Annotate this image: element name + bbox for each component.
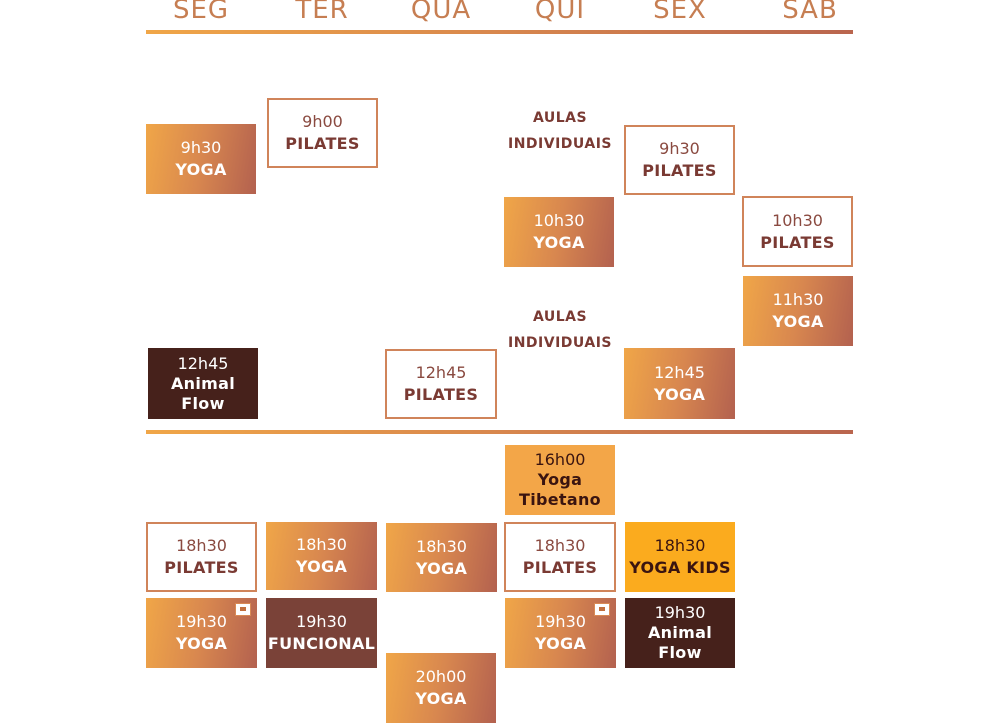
header-divider	[146, 30, 853, 34]
class-name: FUNCIONAL	[267, 634, 376, 653]
class-card-sab-1130[interactable]: 11h30 YOGA	[743, 276, 853, 346]
class-time: 19h30	[176, 612, 227, 631]
class-time: 20h00	[415, 667, 467, 686]
class-name: Yoga	[537, 470, 583, 489]
day-header-seg: SEG	[172, 0, 230, 25]
class-card-seg-1830[interactable]: 18h30 PILATES	[146, 522, 257, 592]
class-card-qui-1600[interactable]: 16h00 Yoga Tibetano	[505, 445, 615, 515]
class-card-qui-1930[interactable]: 19h30 YOGA	[505, 598, 616, 668]
class-name: Tibetano	[519, 490, 601, 509]
class-time: 18h30	[534, 536, 586, 555]
class-time: 18h30	[176, 536, 227, 555]
class-time: 12h45	[177, 353, 229, 373]
class-name: YOGA	[772, 312, 824, 331]
class-name: YOGA KIDS	[629, 558, 731, 577]
day-header-sab: SAB	[782, 0, 838, 25]
class-name: Flow	[181, 393, 225, 413]
class-card-seg-1245[interactable]: 12h45 Animal Flow	[148, 348, 258, 419]
class-name: Animal	[647, 623, 712, 642]
class-card-sex-0930[interactable]: 9h30 PILATES	[624, 125, 735, 195]
class-card-qua-1245[interactable]: 12h45 PILATES	[385, 349, 497, 419]
class-time: 9h30	[180, 138, 222, 157]
class-name: PILATES	[285, 134, 360, 153]
class-time: 16h00	[534, 450, 586, 469]
class-name: YOGA	[175, 160, 227, 179]
class-time: 19h30	[296, 612, 347, 631]
class-time: 19h30	[535, 612, 586, 631]
class-name: PILATES	[403, 385, 479, 404]
class-time: 18h30	[296, 535, 347, 554]
class-card-qui-1830[interactable]: 18h30 PILATES	[504, 522, 616, 592]
class-time: 9h00	[302, 112, 343, 131]
class-name: YOGA	[295, 557, 348, 576]
day-header-qua: QUA	[410, 0, 472, 25]
class-time: 10h30	[533, 211, 585, 230]
class-card-sex-1830[interactable]: 18h30 YOGA KIDS	[625, 522, 735, 592]
class-name: YOGA	[415, 558, 468, 578]
class-name: Animal	[170, 373, 235, 393]
class-card-sex-1245[interactable]: 12h45 YOGA	[624, 348, 735, 419]
class-time: 10h30	[772, 210, 823, 230]
class-time: 12h45	[654, 362, 705, 382]
class-time: 18h30	[654, 536, 706, 555]
online-class-icon	[594, 603, 610, 616]
class-name: YOGA	[415, 689, 467, 708]
individual-classes-label: AULAS INDIVIDUAIS	[508, 309, 612, 351]
class-card-ter-1930[interactable]: 19h30 FUNCIONAL	[266, 598, 377, 668]
class-card-seg-1930[interactable]: 19h30 YOGA	[146, 598, 257, 668]
class-time: 11h30	[772, 290, 824, 309]
class-card-qua-2000[interactable]: 20h00 YOGA	[386, 653, 496, 723]
class-card-seg-0930[interactable]: 9h30 YOGA	[146, 124, 256, 194]
day-header-sex: SEX	[653, 0, 707, 25]
afternoon-divider	[146, 430, 853, 434]
class-card-ter-1830[interactable]: 18h30 YOGA	[266, 522, 377, 590]
class-name: PILATES	[760, 232, 835, 252]
class-time: 18h30	[416, 536, 467, 556]
class-card-qui-1030[interactable]: 10h30 YOGA	[504, 197, 614, 267]
day-header-qui: QUI	[534, 0, 586, 25]
class-time: 19h30	[654, 603, 706, 622]
class-name: PILATES	[642, 161, 717, 180]
class-name: YOGA	[175, 634, 228, 653]
class-name: PILATES	[164, 558, 239, 577]
class-card-qua-1830[interactable]: 18h30 YOGA	[386, 523, 497, 592]
day-header-ter: TER	[295, 0, 349, 25]
class-card-sab-1030[interactable]: 10h30 PILATES	[742, 196, 853, 267]
class-time: 9h30	[659, 139, 700, 158]
class-name: PILATES	[522, 558, 598, 577]
individual-classes-label: AULAS INDIVIDUAIS	[508, 110, 612, 152]
class-card-ter-0900[interactable]: 9h00 PILATES	[267, 98, 378, 168]
class-card-sex-1930[interactable]: 19h30 Animal Flow	[625, 598, 735, 668]
class-name: YOGA	[534, 634, 587, 653]
class-name: Flow	[658, 643, 702, 662]
class-name: YOGA	[533, 233, 585, 252]
class-name: YOGA	[653, 384, 706, 404]
class-time: 12h45	[415, 363, 467, 382]
online-class-icon	[235, 603, 251, 616]
